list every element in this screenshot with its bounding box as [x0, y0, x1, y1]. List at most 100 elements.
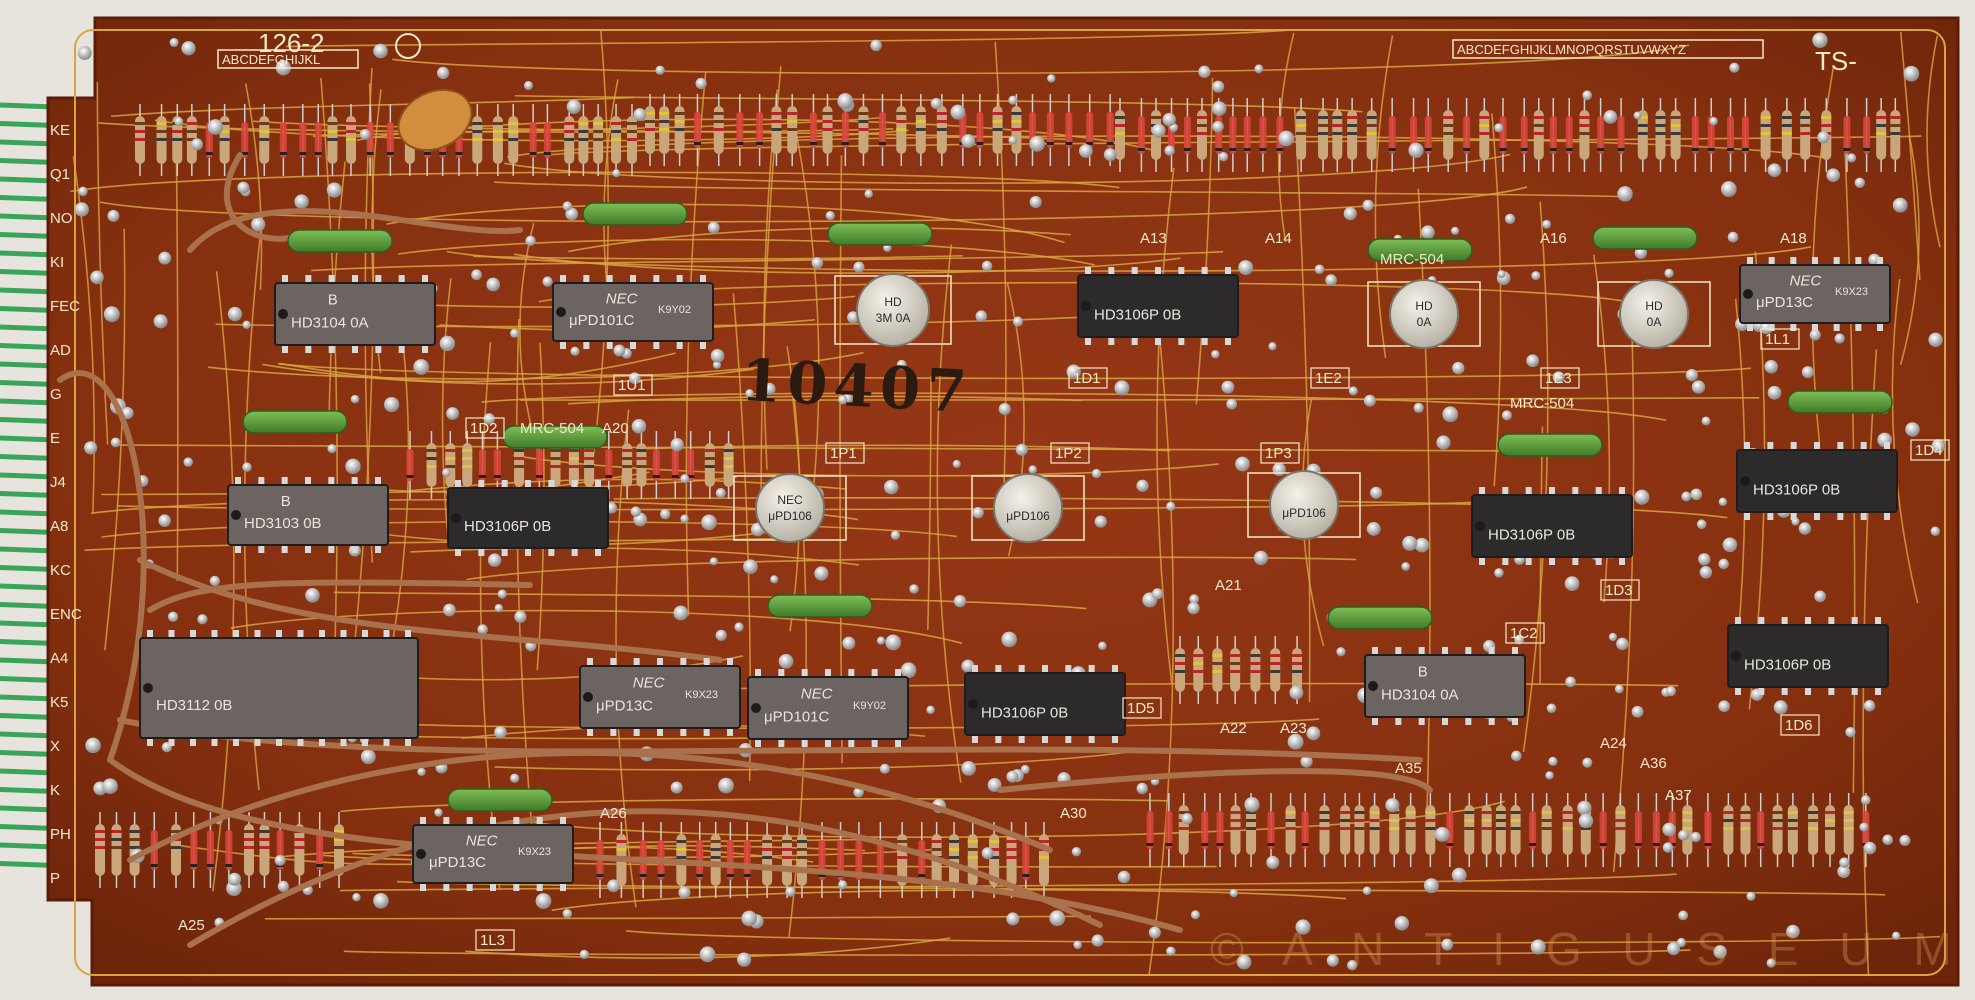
diode — [1165, 793, 1173, 867]
resistor — [896, 94, 907, 166]
solder-pad — [1047, 74, 1056, 83]
diode — [743, 822, 751, 898]
edge-label: G — [50, 386, 62, 403]
resistor — [186, 104, 197, 176]
diode — [687, 431, 695, 499]
edge-label: KC — [50, 562, 71, 579]
trace — [70, 171, 1120, 193]
resistor — [1533, 98, 1544, 172]
diode — [1529, 793, 1537, 867]
solder-pad — [1091, 468, 1102, 479]
edge-label: KI — [50, 254, 64, 271]
diode — [1216, 793, 1224, 867]
trace — [320, 77, 339, 701]
edge-label: Q1 — [50, 166, 70, 183]
solder-pad — [1892, 197, 1908, 213]
resistor — [1655, 98, 1666, 172]
solder-pad — [1278, 130, 1295, 147]
solder-pad — [436, 66, 450, 80]
solder-pad — [1718, 558, 1729, 570]
solder-pad — [562, 908, 572, 919]
solder-pad — [1634, 489, 1650, 505]
resistor — [1405, 793, 1416, 867]
trace — [1522, 201, 1549, 753]
resistor — [822, 94, 833, 166]
solder-pad — [1662, 842, 1674, 853]
chip-part: HD3106P 0B — [1094, 307, 1181, 324]
resistor — [704, 431, 715, 499]
edge-label: A4 — [50, 650, 68, 667]
chip-maker: NEC — [801, 686, 833, 703]
edge-wire — [0, 324, 56, 332]
solder-pad — [1678, 910, 1689, 921]
trace — [1891, 278, 1919, 604]
solder-pad — [1181, 813, 1193, 825]
solder-pad — [1847, 153, 1857, 163]
solder-pad — [359, 129, 371, 140]
resistor — [713, 94, 724, 166]
solder-pad — [1151, 123, 1166, 138]
silk-label: A37 — [1665, 787, 1692, 804]
solder-pad — [1152, 588, 1164, 600]
can-line2: 0A — [1417, 315, 1432, 329]
board-code: 126-2 — [258, 28, 325, 58]
solder-pad — [699, 946, 716, 963]
solder-pad — [981, 847, 994, 860]
resistor — [1481, 793, 1492, 867]
edge-label: KE — [50, 122, 70, 139]
solder-pad — [486, 277, 501, 292]
resistor — [95, 812, 105, 888]
solder-pad — [242, 462, 252, 472]
chip-part: HD3104 0A — [291, 315, 369, 332]
solder-pad — [838, 395, 848, 405]
solder-pad — [1685, 368, 1698, 382]
resistor — [1443, 98, 1454, 172]
solder-pad — [181, 41, 196, 56]
solder-pad — [1497, 270, 1506, 279]
silk-label: 1D3 — [1605, 582, 1633, 599]
solder-pad — [1420, 225, 1435, 240]
diode — [652, 431, 660, 499]
solder-pad — [1235, 456, 1250, 472]
solder-pad — [251, 217, 266, 232]
solder-pad — [1348, 386, 1358, 396]
solder-pad — [870, 39, 882, 52]
silk-label: A36 — [1640, 755, 1667, 772]
solder-pad — [1244, 796, 1260, 813]
solder-pad — [1413, 402, 1424, 413]
solder-pad — [510, 773, 520, 783]
serial-stamp: 10407 — [739, 346, 974, 426]
solder-pad — [345, 458, 361, 475]
edge-label: PH — [50, 826, 71, 843]
solder-pad — [227, 872, 242, 886]
edge-wire — [0, 250, 56, 258]
chip-part: HD3106P 0B — [981, 705, 1068, 722]
jumper-wire — [187, 208, 523, 253]
edge-wire — [0, 306, 56, 313]
solder-pad — [78, 186, 88, 197]
resistor — [156, 104, 167, 176]
diode — [1599, 793, 1607, 867]
edge-wire — [0, 639, 56, 646]
resistor — [787, 94, 798, 166]
solder-pad — [494, 726, 507, 739]
edge-wire — [0, 713, 56, 720]
resistor — [1808, 793, 1819, 867]
diode — [726, 822, 734, 898]
capacitor — [242, 410, 348, 434]
chip-maker: NEC — [606, 290, 638, 307]
capacitor — [1367, 238, 1473, 262]
silk-label: 1U1 — [618, 377, 646, 394]
silk-label: A22 — [1220, 720, 1247, 737]
solder-pad — [169, 37, 179, 48]
solder-pad — [838, 880, 848, 890]
solder-pad — [1905, 422, 1920, 437]
silk-label: A30 — [1060, 805, 1087, 822]
edge-wire — [0, 102, 56, 110]
solder-pad — [1511, 750, 1522, 762]
solder-pad — [745, 389, 754, 398]
diode — [1617, 98, 1625, 172]
solder-pad — [1814, 590, 1826, 603]
